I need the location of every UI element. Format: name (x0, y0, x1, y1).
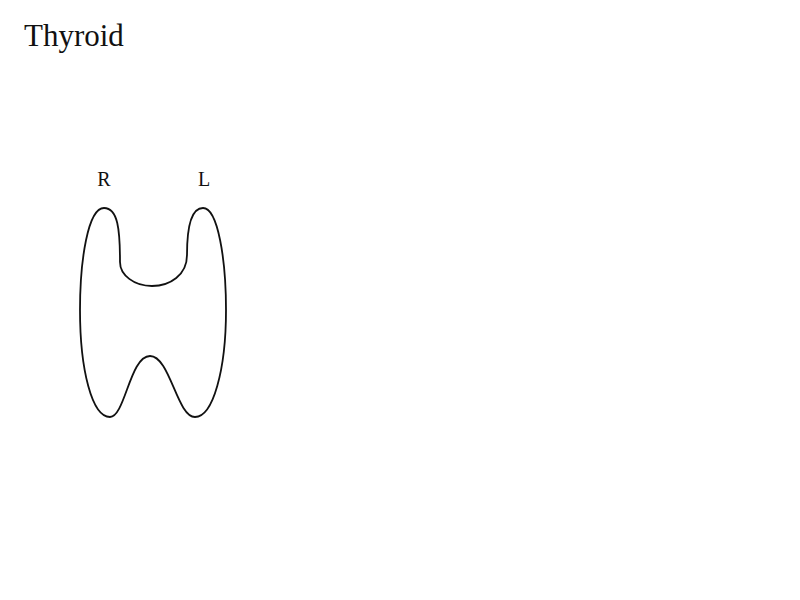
diagram-title: Thyroid (24, 20, 124, 51)
lobe-label: L (198, 169, 210, 189)
thyroid-outline (80, 208, 226, 417)
lobe-label: R (97, 169, 110, 189)
